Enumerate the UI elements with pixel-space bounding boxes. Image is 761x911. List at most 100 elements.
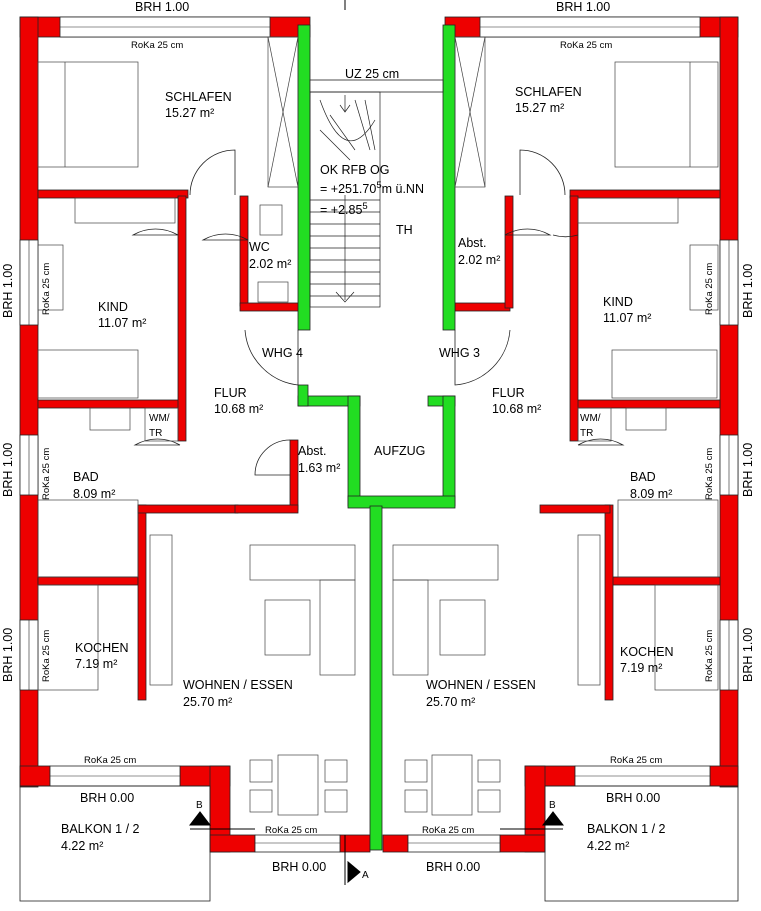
bed-right-kind	[611, 349, 718, 399]
wall-left-wc-left	[239, 195, 249, 307]
aufzug-label: AUFZUG	[374, 444, 425, 458]
bed-left-kind	[37, 349, 139, 399]
section-arrow-b-left	[188, 811, 212, 826]
wall-left-lower	[209, 834, 256, 853]
stairs	[309, 91, 381, 308]
tub-right	[617, 499, 719, 578]
dining-table-left	[277, 754, 319, 816]
shaft-wall-left-stair	[297, 24, 311, 331]
roka-top-right: RoKa 25 cm	[560, 40, 612, 51]
brh-balkon-right: BRH 0.00	[606, 791, 660, 805]
sofa-left-side	[319, 579, 356, 676]
wc-toilet	[259, 204, 283, 236]
wall-right-kind-bad	[574, 399, 721, 409]
room-labels: SCHLAFEN 15.27 m² SCHLAFEN 15.27 m² KIND…	[61, 85, 673, 853]
wmtr-left	[144, 407, 179, 442]
table-right-living	[439, 599, 486, 656]
room-area-right-kind: 11.07 m²	[603, 311, 651, 325]
room-name-abst-right: Abst.	[458, 236, 487, 250]
room-name-right-flur: FLUR	[492, 386, 525, 400]
wardrobe-right	[454, 36, 486, 188]
brh-bottom-right: BRH 0.00	[426, 860, 480, 874]
brh-balkon-left: BRH 0.00	[80, 791, 134, 805]
brh-left-bad: BRH 1.00	[1, 443, 15, 497]
room-name-wc: WC	[249, 240, 270, 254]
window-right-bottom	[407, 834, 501, 853]
room-area-left-wohnen: 25.70 m²	[183, 695, 232, 709]
annotations: WM/ TR WM/ TR UZ 25 cm OK RFB OG = +251.…	[1, 0, 755, 881]
balcony-left	[19, 785, 211, 902]
wardrobe-left	[267, 36, 299, 188]
brh-right-bad: BRH 1.00	[741, 443, 755, 497]
dining-table-right	[431, 754, 473, 816]
wmtr-right	[577, 407, 612, 442]
window-left-bottom	[254, 834, 341, 853]
wardrobe-right-kind	[577, 197, 679, 224]
room-name-left-bad: BAD	[73, 470, 99, 484]
brh-top-left: BRH 1.00	[135, 0, 189, 14]
room-area-abst-center: 1.63 m²	[298, 461, 340, 475]
section-arrow-b-right	[541, 811, 565, 826]
room-area-left-balkon: 4.22 m²	[61, 839, 103, 853]
room-name-left-flur: FLUR	[214, 386, 247, 400]
shaft-walls	[297, 24, 456, 851]
wall-right-bed-kind	[569, 189, 721, 199]
room-area-right-schlafen: 15.27 m²	[515, 101, 564, 115]
bed-right	[614, 61, 719, 168]
wc-sink	[257, 281, 289, 303]
room-name-left-kochen: KOCHEN	[75, 641, 128, 655]
level-nn: = +251.705m ü.NN	[320, 180, 424, 196]
room-area-right-wohnen: 25.70 m²	[426, 695, 475, 709]
wardrobe-left-kind	[74, 197, 176, 224]
roka-right-kind: RoKa 25 cm	[704, 263, 715, 315]
shaft-wall-right-stair	[442, 24, 456, 331]
window-stair-top	[309, 79, 444, 93]
brh-top-right: BRH 1.00	[556, 0, 610, 14]
room-name-left-wohnen: WOHNEN / ESSEN	[183, 678, 293, 692]
room-area-right-bad: 8.09 m²	[630, 487, 672, 501]
roka-bottom-right-wohnen: RoKa 25 cm	[610, 755, 662, 766]
room-name-right-bad: BAD	[630, 470, 656, 484]
room-name-left-schlafen: SCHLAFEN	[165, 90, 232, 104]
wall-left-abst-bottom	[234, 504, 299, 514]
level-rel: = +2.855	[320, 201, 368, 217]
wall-right-kochen-vert	[604, 504, 614, 701]
cabinet-right	[577, 534, 601, 686]
room-area-wc: 2.02 m²	[249, 257, 291, 271]
tub-left	[37, 499, 139, 578]
whg3-label: WHG 3	[439, 346, 480, 360]
room-name-abst-center: Abst.	[298, 444, 327, 458]
roka-bottom-left-wohnen: RoKa 25 cm	[84, 755, 136, 766]
wall-right-bottom-stub	[709, 765, 739, 787]
wall-left-bad-kochen	[37, 576, 139, 586]
cabinet-left	[149, 534, 173, 686]
wmtr-left-line2: TR	[149, 428, 162, 439]
kitchen-left	[37, 584, 99, 691]
room-area-left-schlafen: 15.27 m²	[165, 106, 214, 120]
brh-right-kind: BRH 1.00	[741, 264, 755, 318]
wall-left-flur-bottom	[137, 504, 239, 514]
brh-bottom-left: BRH 0.00	[272, 860, 326, 874]
room-name-right-kochen: KOCHEN	[620, 645, 673, 659]
sofa-right-side	[392, 579, 429, 676]
section-a-label: A	[362, 870, 369, 881]
sink-left-bad	[89, 407, 131, 431]
roka-bottom-left: RoKa 25 cm	[265, 825, 317, 836]
wall-left-bad-vert	[177, 195, 187, 442]
desk-right	[689, 244, 719, 311]
room-name-right-schlafen: SCHLAFEN	[515, 85, 582, 99]
wall-right-lower	[499, 834, 546, 853]
wall-left-bed-kind	[37, 189, 189, 199]
roka-right-bad: RoKa 25 cm	[704, 448, 715, 500]
roka-right-kochen: RoKa 25 cm	[704, 630, 715, 682]
sofa-right	[392, 544, 499, 581]
wmtr-left-line1: WM/	[149, 413, 170, 424]
roka-left-kochen: RoKa 25 cm	[41, 630, 52, 682]
room-area-abst-right: 2.02 m²	[458, 253, 500, 267]
brh-right-kochen: BRH 1.00	[741, 628, 755, 682]
shaft-party-wall	[369, 505, 383, 851]
balcony-right	[544, 785, 739, 902]
brh-left-kind: BRH 1.00	[1, 264, 15, 318]
okrfb-label: OK RFB OG	[320, 163, 389, 177]
balconies	[19, 785, 739, 902]
